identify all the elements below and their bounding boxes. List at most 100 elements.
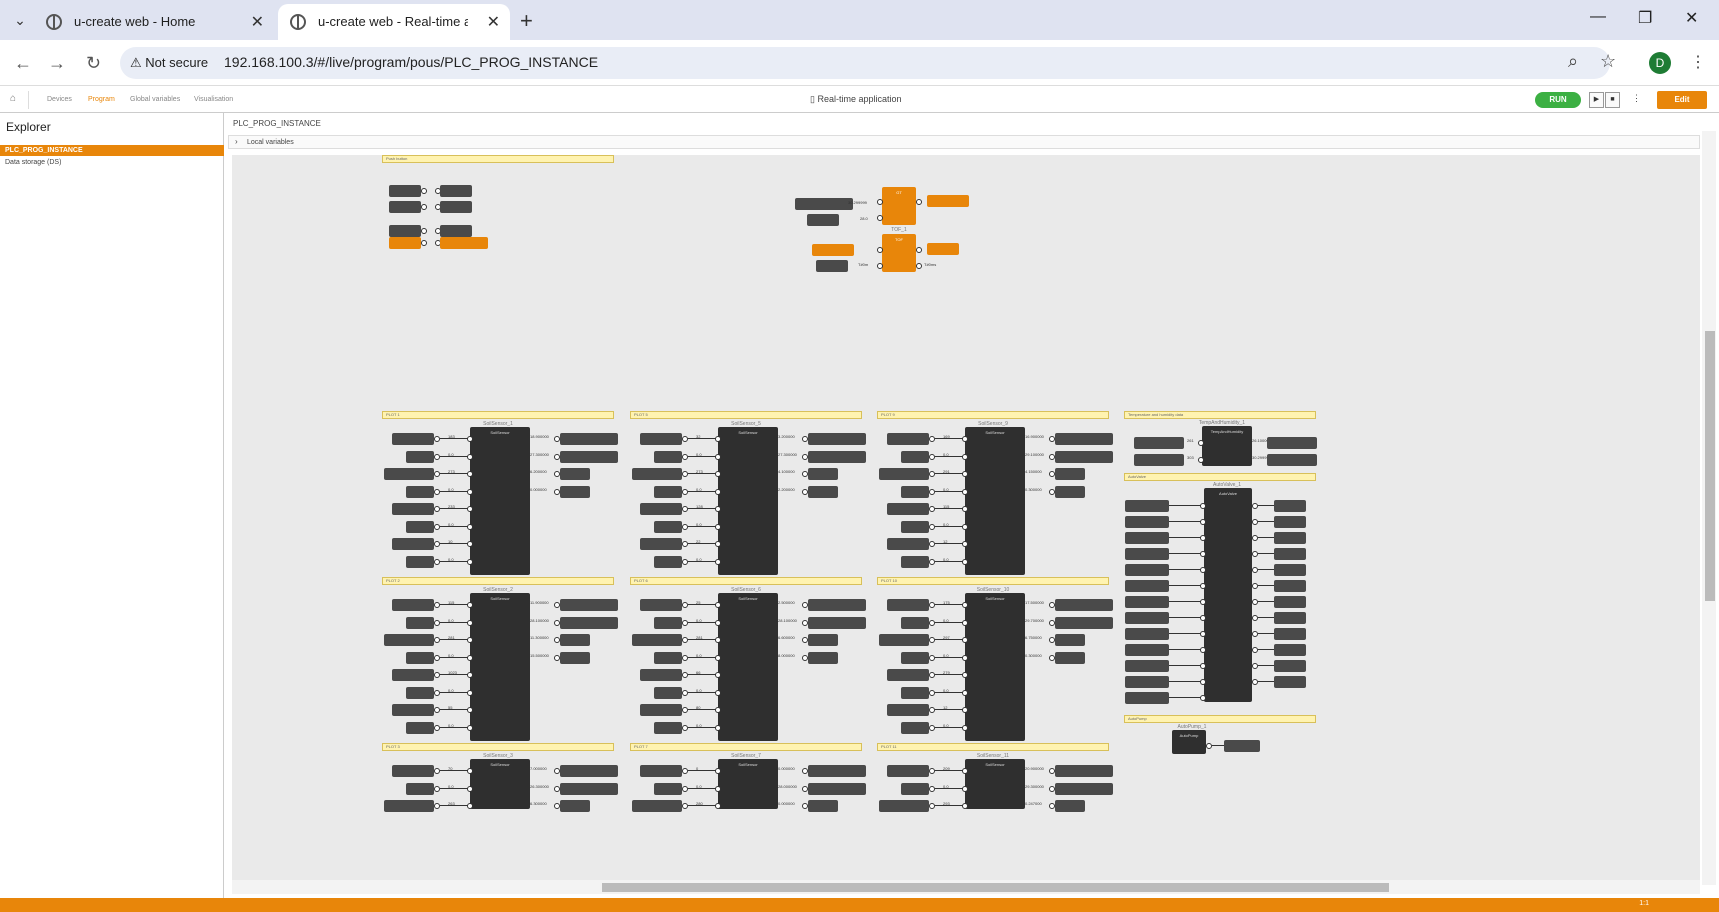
input-variable[interactable]	[392, 704, 434, 716]
more-options-icon[interactable]: ⋮	[1632, 93, 1641, 103]
input-variable[interactable]	[1125, 676, 1169, 688]
output-variable[interactable]	[1274, 532, 1306, 544]
input-variable[interactable]	[1125, 612, 1169, 624]
input-variable[interactable]	[887, 669, 929, 681]
output-variable[interactable]	[1055, 651, 1085, 664]
input-variable[interactable]	[389, 237, 421, 249]
input-variable[interactable]	[640, 538, 682, 550]
output-variable[interactable]	[808, 433, 866, 445]
input-variable[interactable]	[632, 634, 682, 646]
input-variable[interactable]	[1125, 596, 1169, 608]
omnibox[interactable]: ⚠ Not secure 192.168.100.3/#/live/progra…	[120, 47, 1616, 79]
output-variable[interactable]	[808, 450, 866, 463]
input-variable[interactable]	[392, 538, 434, 550]
input-variable[interactable]	[1125, 564, 1169, 576]
browser-menu-icon[interactable]: ⋮	[1690, 54, 1706, 71]
output-variable[interactable]	[560, 616, 618, 629]
input-variable[interactable]	[654, 520, 682, 533]
input-variable[interactable]	[887, 538, 929, 550]
output-variable[interactable]	[1274, 612, 1306, 624]
input-variable[interactable]	[901, 782, 929, 795]
input-variable[interactable]	[1125, 628, 1169, 640]
input-variable[interactable]	[632, 800, 682, 812]
output-variable[interactable]	[1274, 516, 1306, 528]
input-variable[interactable]	[901, 450, 929, 463]
input-variable[interactable]	[392, 503, 434, 515]
output-variable[interactable]	[1274, 564, 1306, 576]
input-variable[interactable]	[406, 721, 434, 734]
output-variable[interactable]	[1055, 800, 1085, 812]
output-variable[interactable]	[1055, 433, 1113, 445]
horizontal-scrollbar[interactable]	[232, 880, 1700, 894]
autopump-block[interactable]: AutoPump	[1172, 730, 1206, 754]
input-variable[interactable]	[887, 599, 929, 611]
output-variable[interactable]	[1274, 548, 1306, 560]
input-variable[interactable]	[640, 669, 682, 681]
output-variable[interactable]	[560, 450, 618, 463]
input-variable[interactable]	[389, 225, 421, 237]
input-variable[interactable]	[887, 433, 929, 445]
output-variable[interactable]	[1274, 676, 1306, 688]
input-variable[interactable]	[901, 721, 929, 734]
close-tab-icon[interactable]: ✕	[250, 14, 264, 31]
input-variable[interactable]	[384, 634, 434, 646]
input-variable[interactable]	[901, 616, 929, 629]
output-variable[interactable]	[808, 485, 838, 498]
output-variable[interactable]	[560, 782, 618, 795]
output-variable[interactable]	[560, 468, 590, 480]
input-variable[interactable]	[1125, 692, 1169, 704]
input-variable[interactable]	[887, 503, 929, 515]
url-text[interactable]: 192.168.100.3/#/live/program/pous/PLC_PR…	[224, 54, 599, 70]
input-variable[interactable]	[640, 599, 682, 611]
input-variable[interactable]	[654, 651, 682, 664]
output-variable[interactable]	[1274, 628, 1306, 640]
output-variable[interactable]	[560, 599, 618, 611]
output-variable[interactable]	[808, 616, 866, 629]
gt-block[interactable]: GT	[882, 187, 916, 225]
input-variable[interactable]	[654, 782, 682, 795]
input-variable[interactable]	[654, 721, 682, 734]
input-variable[interactable]	[1125, 516, 1169, 528]
output-variable[interactable]	[560, 651, 590, 664]
input-variable[interactable]	[887, 765, 929, 777]
profile-avatar[interactable]: D	[1649, 52, 1671, 74]
back-arrow-icon[interactable]: ←	[14, 53, 32, 73]
output-variable[interactable]	[1224, 740, 1260, 752]
output-variable[interactable]	[808, 782, 866, 795]
input-variable[interactable]	[389, 201, 421, 213]
output-variable[interactable]	[1274, 660, 1306, 672]
input-variable[interactable]	[406, 686, 434, 699]
output-variable[interactable]	[560, 634, 590, 646]
explorer-item-selected[interactable]: PLC_PROG_INSTANCE	[0, 145, 224, 156]
soilsensor-block[interactable]: SoilSensor	[965, 593, 1025, 741]
input-variable[interactable]	[795, 198, 853, 210]
input-variable[interactable]	[901, 555, 929, 568]
input-variable[interactable]	[1125, 532, 1169, 544]
input-variable[interactable]	[654, 686, 682, 699]
reload-icon[interactable]: ↻	[86, 53, 102, 73]
input-variable[interactable]	[640, 704, 682, 716]
soilsensor-block[interactable]: SoilSensor	[470, 593, 530, 741]
input-variable[interactable]	[901, 686, 929, 699]
input-variable[interactable]	[901, 520, 929, 533]
output-variable[interactable]	[1055, 634, 1085, 646]
output-variable[interactable]	[1055, 616, 1113, 629]
output-variable[interactable]	[440, 185, 472, 197]
explorer-item-data-storage[interactable]: Data storage (DS)	[5, 159, 62, 166]
home-icon[interactable]: ⌂	[10, 93, 17, 104]
restore-icon[interactable]: ❐	[1638, 10, 1653, 27]
input-variable[interactable]	[901, 485, 929, 498]
input-variable[interactable]	[640, 433, 682, 445]
input-variable[interactable]	[812, 244, 854, 256]
output-variable[interactable]	[560, 485, 590, 498]
minimize-icon[interactable]: —	[1590, 8, 1606, 25]
input-variable[interactable]	[654, 485, 682, 498]
input-variable[interactable]	[654, 555, 682, 568]
output-variable[interactable]	[1055, 450, 1113, 463]
stop-button[interactable]: ■	[1605, 92, 1620, 108]
temphumidity-block[interactable]: TempAndHumidity	[1202, 426, 1252, 466]
soilsensor-block[interactable]: SoilSensor	[718, 427, 778, 575]
input-variable[interactable]	[1125, 660, 1169, 672]
vertical-scrollbar[interactable]	[1702, 131, 1716, 885]
soilsensor-block[interactable]: SoilSensor	[965, 427, 1025, 575]
